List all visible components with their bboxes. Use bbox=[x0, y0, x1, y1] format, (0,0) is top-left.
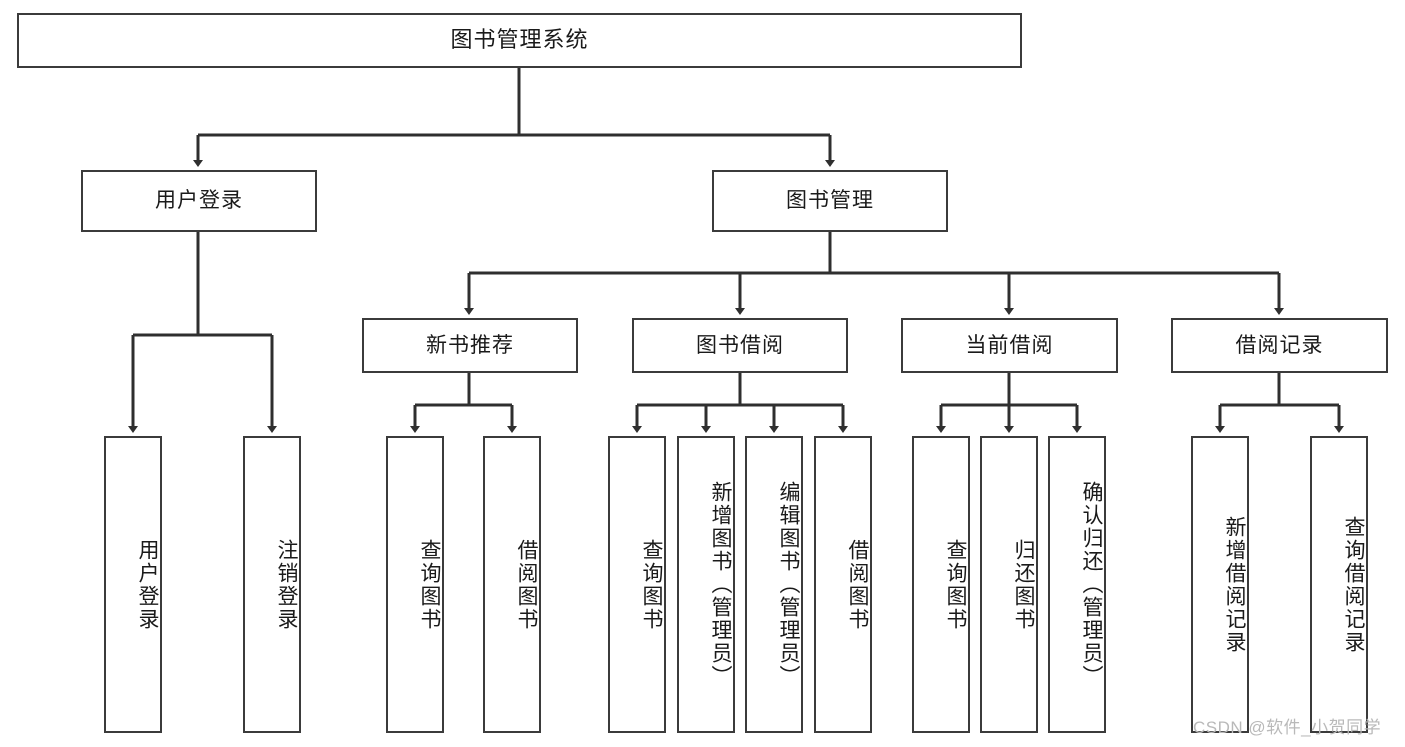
node-label: 用户登录 bbox=[136, 538, 159, 631]
node-label: 查询借阅记录 bbox=[1342, 515, 1365, 654]
node-borrow-record[interactable]: 借阅记录 bbox=[1171, 318, 1388, 373]
node-label: 新增借阅记录 bbox=[1223, 515, 1246, 654]
leaf-book-borrow-query-book[interactable]: 查询图书 bbox=[608, 436, 666, 733]
node-label: 借阅图书 bbox=[846, 538, 869, 631]
node-label: 新增图书（管理员） bbox=[709, 481, 732, 688]
node-label: 用户登录 bbox=[155, 189, 243, 213]
node-label: 图书借阅 bbox=[696, 333, 784, 357]
leaf-user-login-logout[interactable]: 注销登录 bbox=[243, 436, 301, 733]
node-label: 图书管理系统 bbox=[450, 27, 589, 53]
leaf-current-borrow-return-book[interactable]: 归还图书 bbox=[980, 436, 1038, 733]
node-label: 新书推荐 bbox=[426, 333, 514, 357]
node-label: 编辑图书（管理员） bbox=[777, 481, 800, 688]
node-label: 归还图书 bbox=[1012, 538, 1035, 631]
leaf-book-borrow-borrow-book[interactable]: 借阅图书 bbox=[814, 436, 872, 733]
leaf-new-book-borrow-book[interactable]: 借阅图书 bbox=[483, 436, 541, 733]
node-label: 借阅记录 bbox=[1235, 333, 1324, 357]
node-current-borrow[interactable]: 当前借阅 bbox=[901, 318, 1118, 373]
node-label: 图书管理 bbox=[786, 189, 874, 213]
node-label: 确认归还（管理员） bbox=[1080, 481, 1103, 688]
leaf-book-borrow-edit-book-admin[interactable]: 编辑图书（管理员） bbox=[745, 436, 803, 733]
leaf-current-borrow-confirm-return-admin[interactable]: 确认归还（管理员） bbox=[1048, 436, 1106, 733]
node-label: 当前借阅 bbox=[965, 333, 1054, 357]
node-new-book-recommend[interactable]: 新书推荐 bbox=[362, 318, 578, 373]
node-label: 借阅图书 bbox=[515, 538, 538, 631]
node-label: 查询图书 bbox=[418, 538, 441, 631]
leaf-current-borrow-query-book[interactable]: 查询图书 bbox=[912, 436, 970, 733]
node-user-login[interactable]: 用户登录 bbox=[81, 170, 317, 232]
leaf-book-borrow-add-book-admin[interactable]: 新增图书（管理员） bbox=[677, 436, 735, 733]
node-label: 注销登录 bbox=[275, 538, 298, 631]
node-book-management[interactable]: 图书管理 bbox=[712, 170, 948, 232]
leaf-new-book-query-book[interactable]: 查询图书 bbox=[386, 436, 444, 733]
node-book-borrow[interactable]: 图书借阅 bbox=[632, 318, 848, 373]
watermark-text: CSDN @软件_小贺同学 bbox=[1193, 718, 1382, 737]
node-label: 查询图书 bbox=[640, 538, 663, 631]
leaf-user-login-login[interactable]: 用户登录 bbox=[104, 436, 162, 733]
leaf-borrow-record-query-record[interactable]: 查询借阅记录 bbox=[1310, 436, 1368, 733]
node-root-book-management-system[interactable]: 图书管理系统 bbox=[17, 13, 1022, 68]
leaf-borrow-record-add-record[interactable]: 新增借阅记录 bbox=[1191, 436, 1249, 733]
node-label: 查询图书 bbox=[944, 538, 967, 631]
